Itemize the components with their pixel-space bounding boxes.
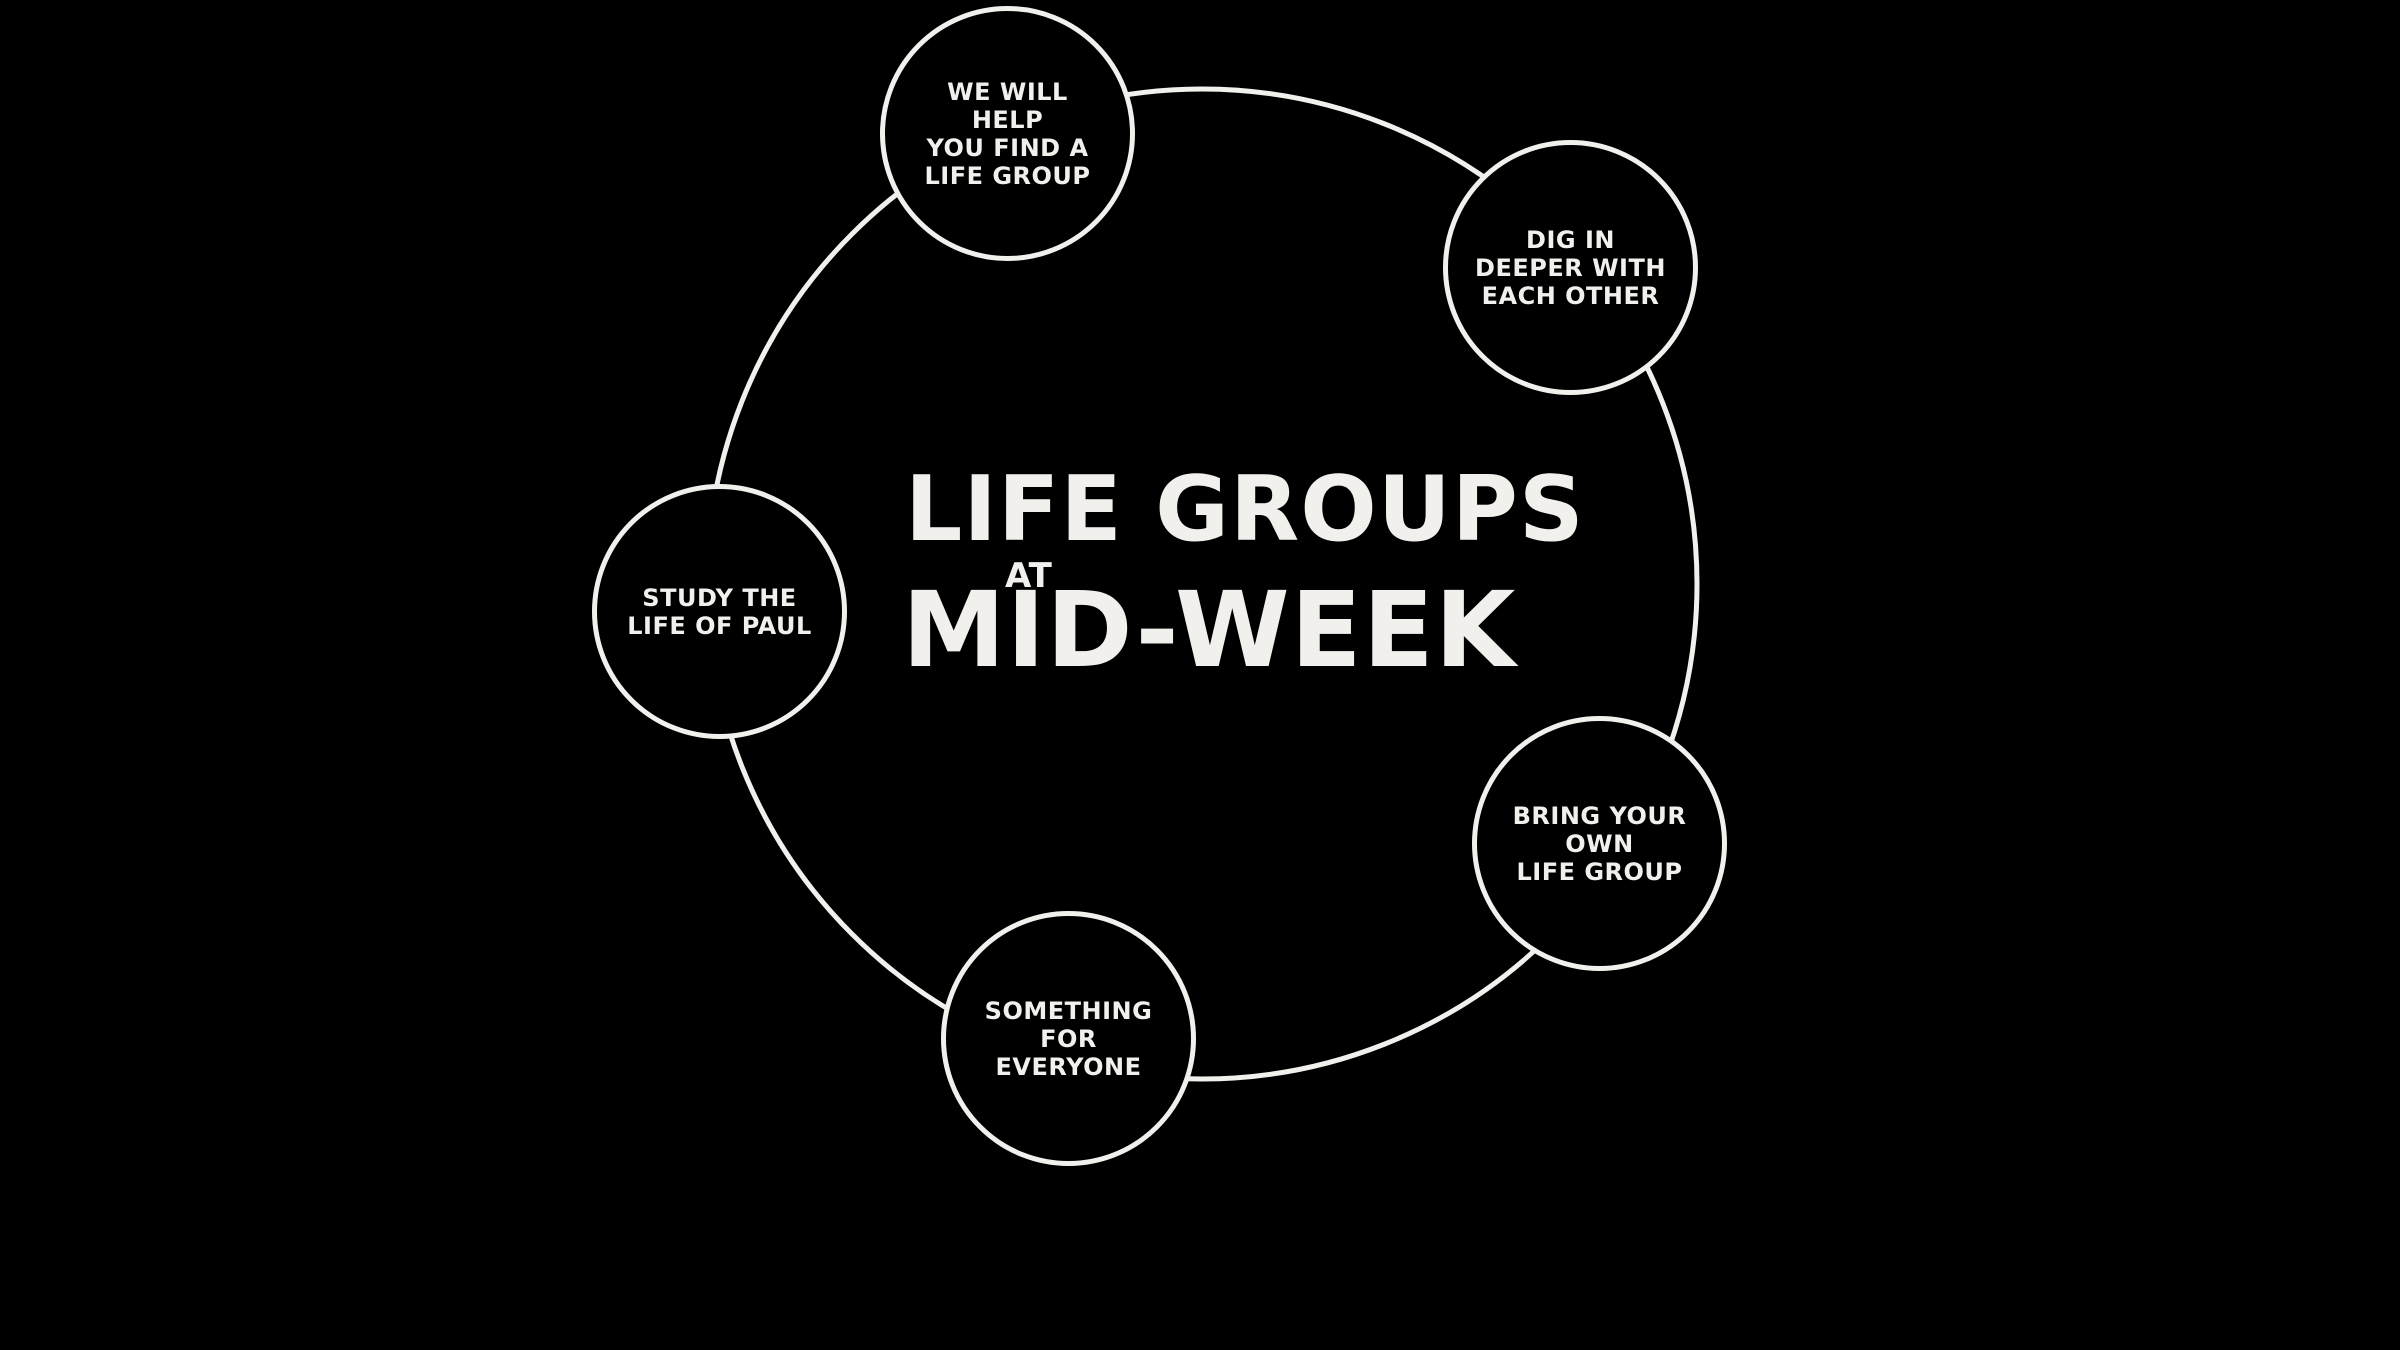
node-label: BRING YOUR OWN LIFE GROUP bbox=[1512, 801, 1687, 886]
node-label: WE WILL HELP YOU FIND A LIFE GROUP bbox=[924, 77, 1091, 190]
node-label: STUDY THE LIFE OF PAUL bbox=[627, 583, 812, 640]
node-label: DIG IN DEEPER WITH EACH OTHER bbox=[1475, 225, 1666, 310]
node-something-for-everyone: SOMETHING FOR EVERYONE bbox=[941, 911, 1196, 1166]
title-line-1: LIFE GROUPS bbox=[905, 457, 1585, 562]
node-bring-your-own: BRING YOUR OWN LIFE GROUP bbox=[1472, 716, 1727, 971]
title-at: AT bbox=[1005, 556, 1052, 596]
center-title: LIFE GROUPS AT MID-WEEK bbox=[880, 460, 1584, 710]
node-dig-in-deeper: DIG IN DEEPER WITH EACH OTHER bbox=[1443, 140, 1698, 395]
node-find-life-group: WE WILL HELP YOU FIND A LIFE GROUP bbox=[880, 6, 1135, 261]
title-line-2: MID-WEEK bbox=[902, 569, 1517, 691]
node-study-paul: STUDY THE LIFE OF PAUL bbox=[592, 484, 847, 739]
node-label: SOMETHING FOR EVERYONE bbox=[984, 996, 1153, 1081]
